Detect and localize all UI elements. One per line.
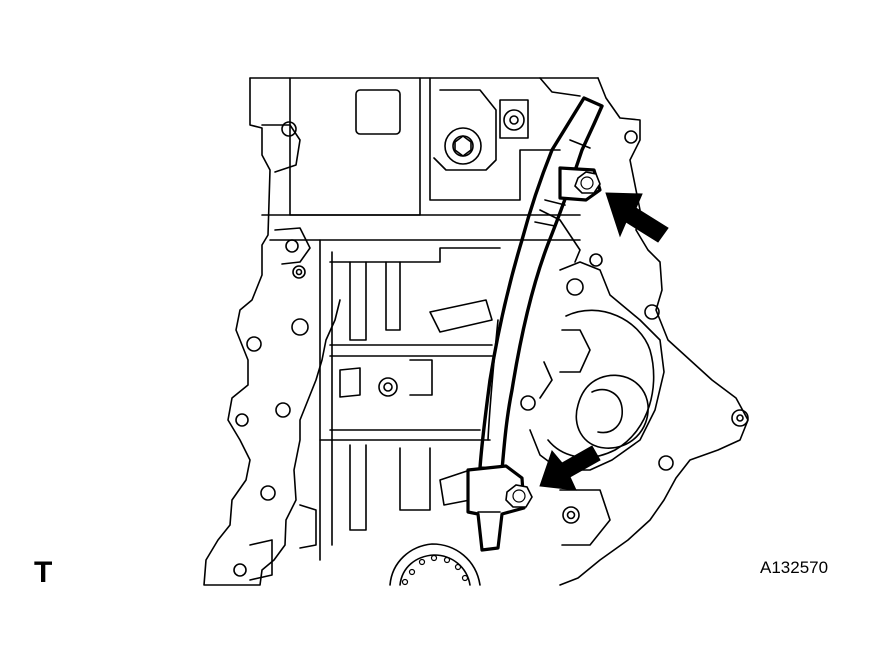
upper-bolt-icon bbox=[574, 171, 601, 194]
arrow-lower-bolt bbox=[539, 445, 601, 491]
arrow-upper-bolt bbox=[605, 192, 669, 243]
chain-slipper-guide bbox=[466, 96, 604, 552]
water-pump-features bbox=[520, 209, 749, 546]
crank-sprocket bbox=[389, 543, 481, 586]
figure-code: A132570 bbox=[760, 558, 829, 577]
upper-block-features bbox=[261, 77, 638, 241]
lower-bolt-icon bbox=[505, 484, 533, 508]
view-letter: T bbox=[34, 556, 53, 589]
crankcase-features bbox=[233, 227, 501, 581]
